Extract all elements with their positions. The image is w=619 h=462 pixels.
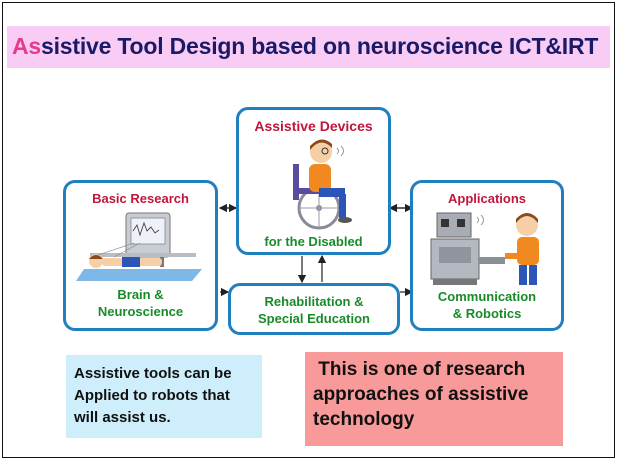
assistive-devices-caption: for the Disabled — [264, 234, 363, 249]
wheelchair-person-illustration-icon — [293, 139, 352, 230]
robot-with-child-illustration-icon — [430, 212, 539, 285]
research-approach-note: This is one of research approaches of as… — [305, 352, 563, 446]
rehabilitation-box: Rehabilitation & Special Education — [228, 283, 400, 335]
basic-research-box: Basic Research Brain & Neuroscience — [63, 180, 218, 331]
applications-box: Applications Communication & Robotics — [410, 180, 564, 331]
assistive-tools-note-text: Assistive tools can be Applied to robots… — [74, 363, 232, 429]
assistive-devices-heading: Assistive Devices — [254, 118, 373, 134]
slide-frame — [2, 2, 615, 458]
basic-research-heading: Basic Research — [92, 191, 189, 206]
note-blue-line2: Applied to robots that — [74, 387, 230, 404]
basic-research-caption-line2: Neuroscience — [97, 304, 184, 319]
title-text: sistive Tool Design based on neuroscienc… — [41, 33, 599, 59]
assistive-tools-note: Assistive tools can be Applied to robots… — [66, 355, 262, 438]
brain-scan-patient-illustration-icon — [76, 212, 202, 281]
rehabilitation-line2: Special Education — [258, 311, 370, 326]
note-blue-line1: Assistive tools can be — [74, 365, 232, 382]
title-bar — [7, 26, 610, 68]
applications-caption-line1: Communication — [437, 289, 537, 304]
research-approach-note-text: This is one of research approaches of as… — [313, 357, 528, 432]
note-blue-line3: will assist us. — [74, 409, 171, 426]
note-red-line2: approaches of assistive — [313, 384, 529, 405]
basic-research-caption-line1: Brain & — [117, 287, 164, 302]
assistive-devices-box: Assistive Devices for the Disabled — [236, 107, 391, 255]
applications-heading: Applications — [447, 191, 526, 206]
slide-title: Assistive Tool Design based on neuroscie… — [12, 33, 598, 60]
title-accent: As — [12, 33, 42, 59]
note-red-line1: This is one of research — [313, 359, 526, 380]
note-red-line3: technology — [313, 409, 415, 430]
applications-caption-line2: & Robotics — [452, 306, 522, 321]
rehabilitation-line1: Rehabilitation & — [264, 294, 364, 309]
